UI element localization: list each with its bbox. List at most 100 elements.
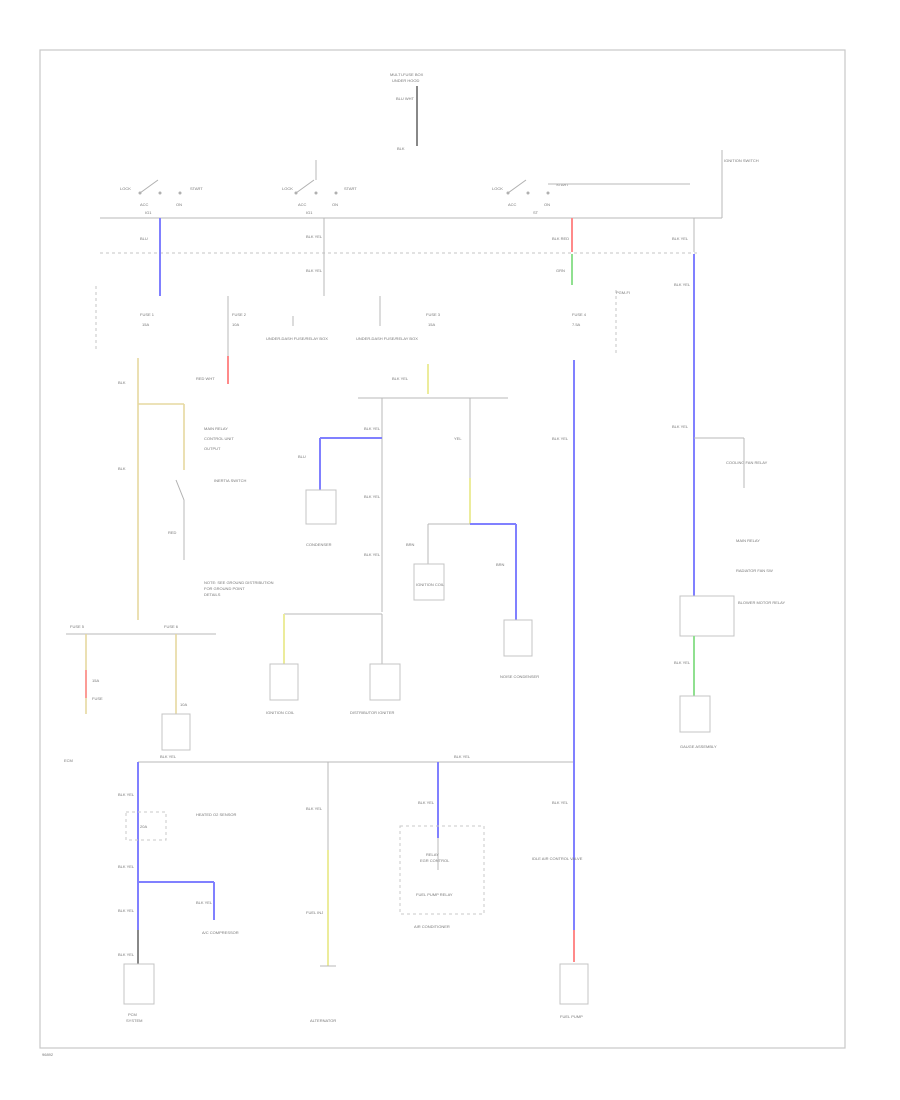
cluster-wire-label: BLK YEL: [674, 660, 691, 665]
pcm-label: PCM: [128, 1012, 137, 1017]
svg-text:START: START: [344, 186, 357, 191]
wire-blu-inj-label: BLU: [298, 454, 306, 459]
svg-text:FUSE 1: FUSE 1: [140, 312, 155, 317]
ignition-coil-box-b: [269, 663, 299, 701]
w-blk2-label: BLK: [118, 466, 126, 471]
main-relay-r-label: MAIN RELAY: [736, 538, 760, 543]
svg-text:START: START: [190, 186, 203, 191]
pgm-fi-box: [161, 713, 191, 751]
fuel-pump-relay-box: [399, 825, 485, 915]
alternator-label: ALTERNATOR: [310, 1018, 336, 1023]
wire-mid1-label: BLK YEL: [364, 426, 381, 431]
svg-text:RED: RED: [168, 530, 177, 535]
svg-text:10A: 10A: [232, 322, 239, 327]
svg-text:ACC: ACC: [140, 202, 149, 207]
ignition-coil-box-a: [413, 563, 445, 601]
fuse-g2-label: 20A: [140, 824, 147, 829]
blower-relay-label: BLOWER MOTOR RELAY: [738, 600, 786, 605]
svg-text:UNDER-DASH FUSE/RELAY BOX: UNDER-DASH FUSE/RELAY BOX: [266, 336, 328, 341]
svg-text:LOCK: LOCK: [120, 186, 131, 191]
ac-comp-label: A/C COMPRESSOR: [202, 930, 239, 935]
svg-text:INERTIA SWITCH: INERTIA SWITCH: [214, 478, 246, 483]
radiator-label: RADIATOR FAN SW: [736, 568, 773, 573]
wire-mid2-label: BLK YEL: [364, 494, 381, 499]
svg-text:FUSE 4: FUSE 4: [572, 312, 587, 317]
top-source-wire-label: BLU WHT: [396, 96, 415, 101]
ignition-switch-3: LOCK START ACC ON: [492, 179, 690, 207]
relay-sub: CONTROL UNIT: [204, 436, 234, 441]
w-bottom3-label: BLK YEL: [196, 900, 213, 905]
top-source-label: MULTI-FUSE BOX: [390, 72, 424, 77]
ignition-switch-label: IGNITION SWITCH: [724, 158, 759, 163]
w-tan2-label: BRN: [496, 562, 505, 567]
wire-ignition-label: BLK YEL: [364, 552, 381, 557]
top-bus-label-b: IG1: [306, 210, 313, 215]
distributor-label: DISTRIBUTOR IGNITER: [350, 710, 394, 715]
injector-box-label: CONDENSER: [306, 542, 332, 547]
fuse-6: FUSE 4 7.5A PGM-FI: [572, 290, 630, 327]
inertia-switch: INERTIA SWITCH RED NOTE: SEE GROUND DIST…: [168, 478, 274, 597]
wire-red-top-label: BLK RED: [552, 236, 569, 241]
diagram-frame: [39, 49, 846, 1049]
svg-text:ON: ON: [332, 202, 338, 207]
svg-text:ACC: ACC: [508, 202, 517, 207]
svg-text:ON: ON: [544, 202, 550, 207]
svg-text:UNDER-DASH FUSE/RELAY BOX: UNDER-DASH FUSE/RELAY BOX: [356, 336, 418, 341]
fuel-inj-label: FUEL INJ: [306, 910, 323, 915]
gauge-assembly-box: [679, 695, 711, 733]
w-tan1-label: BRN: [406, 542, 415, 547]
top-bus-label-a: IG1: [145, 210, 152, 215]
fuse-3: UNDER-DASH FUSE/RELAY BOX: [266, 316, 328, 341]
fuse-5: FUSE 3 15A: [426, 312, 441, 327]
ignition-switch-1: LOCK START ACC ON: [120, 179, 203, 207]
ignition-coil-b-label: IGNITION COIL: [266, 710, 295, 715]
ignition-switch-2: LOCK START ACC ON: [282, 160, 357, 207]
wire-green-top-label: GRN: [556, 268, 565, 273]
top-source-wire2-label: BLK: [397, 146, 405, 151]
idle-ctrl-label: IDLE AIR CONTROL VALVE: [532, 856, 583, 861]
under-dash-bus-label-a: FUSE 5: [70, 624, 85, 629]
wire-ign2-label: YEL: [454, 436, 462, 441]
svg-text:15A: 15A: [142, 322, 149, 327]
top-bus-label-c: ST: [533, 210, 539, 215]
gauge-assembly-label: GAUGE ASSEMBLY: [680, 744, 717, 749]
blower-relay-box: [679, 595, 735, 637]
fuse-f-amp: 10A: [180, 702, 187, 707]
wire-left-top-label: BLU: [140, 236, 148, 241]
w-bottom2-label: BLK YEL: [118, 864, 135, 869]
blk-yel-r-label: BLK YEL: [672, 424, 689, 429]
relay-dashed-box: [125, 811, 167, 841]
cooling-box-label: COOLING FAN RELAY: [726, 460, 768, 465]
wire-right-top2-label: BLK YEL: [674, 282, 691, 287]
footer-code: 96892: [42, 1052, 54, 1057]
svg-text:DETAILS: DETAILS: [204, 592, 221, 597]
fuse-2: FUSE 2 10A: [227, 296, 247, 384]
w-bottom4-label: BLK YEL: [118, 908, 135, 913]
top-source-sub-label: UNDER HOOD: [392, 78, 419, 83]
fuel-pump-relay-label: RELAY: [426, 852, 439, 857]
svg-text:FUSE 3: FUSE 3: [426, 312, 441, 317]
wire-right-top-label: BLK YEL: [672, 236, 689, 241]
distributor-box: [369, 663, 401, 701]
svg-text:ON: ON: [176, 202, 182, 207]
fuse-4: UNDER-DASH FUSE/RELAY BOX: [356, 296, 418, 341]
noise-condenser-box: [503, 619, 533, 657]
svg-text:NOTE: SEE GROUND DISTRIBUTION: NOTE: SEE GROUND DISTRIBUTION: [204, 580, 274, 585]
svg-text:7.5A: 7.5A: [572, 322, 581, 327]
wt-left-label: BLK YEL: [118, 952, 135, 957]
noise-condenser-label: NOISE CONDENSER: [500, 674, 539, 679]
relay-sub2: OUTPUT: [204, 446, 221, 451]
pcm-box: [123, 963, 155, 1005]
fuse-g-label: FUSE: [92, 696, 103, 701]
hs-box-label: HEATED O2 SENSOR: [196, 812, 236, 817]
egr-label: EGR CONTROL: [420, 858, 450, 863]
blk-yel-mid-label: BLK YEL: [392, 376, 409, 381]
wire-mid-top-label: BLK YEL: [306, 234, 323, 239]
svg-text:LOCK: LOCK: [492, 186, 503, 191]
svg-text:ACC: ACC: [298, 202, 307, 207]
w-right-mid-label: BLK YEL: [552, 436, 569, 441]
svg-text:FOR GROUND POINT: FOR GROUND POINT: [204, 586, 245, 591]
svg-text:PGM-FI: PGM-FI: [616, 290, 630, 295]
fuel-pump-box: [559, 963, 589, 1005]
